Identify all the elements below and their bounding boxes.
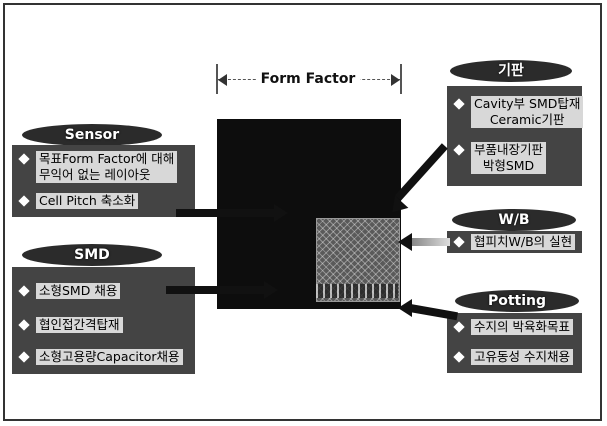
arrow-right-icon (274, 204, 288, 222)
sensor-item: Cell Pitch 축소화 (18, 193, 138, 209)
diamond-bullet-icon (453, 321, 464, 332)
diamond-bullet-icon (18, 195, 29, 206)
substrate-label: 기판 (450, 60, 572, 82)
wb-panel: 협피치W/B의 실현 (447, 231, 582, 253)
potting-item: 수지의 박육화목표 (453, 319, 573, 335)
potting-item: 고유동성 수지채용 (453, 349, 573, 365)
wb-connector (412, 238, 450, 246)
form-factor-title: Form Factor (256, 68, 360, 90)
diamond-bullet-icon (18, 285, 29, 296)
wb-label: W/B (452, 209, 576, 231)
smd-item: 소형고용량Capacitor채용 (18, 349, 183, 365)
diamond-bullet-icon (18, 153, 29, 164)
diamond-bullet-icon (18, 351, 29, 362)
smd-panel: 소형SMD 채용 협인접간격탑재 소형고용량Capacitor채용 (12, 267, 195, 374)
diamond-bullet-icon (453, 98, 464, 109)
bond-pad-strip (316, 284, 398, 298)
diamond-bullet-icon (18, 319, 29, 330)
substrate-panel: Cavity부 SMD탑재 Ceramic기판 부품내장기판 박형SMD (447, 86, 582, 186)
sensor-panel: 목표Form Factor에 대해 무익어 없는 레이아웃 Cell Pitch… (12, 145, 195, 217)
diamond-bullet-icon (453, 144, 464, 155)
potting-label: Potting (455, 290, 579, 312)
smd-connector (166, 286, 266, 294)
potting-panel: 수지의 박육화목표 고유동성 수지채용 (447, 313, 582, 373)
substrate-item: Cavity부 SMD탑재 Ceramic기판 (453, 96, 583, 128)
substrate-item: 부품내장기판 박형SMD (453, 142, 546, 174)
arrow-right-icon (264, 281, 278, 299)
diamond-bullet-icon (453, 351, 464, 362)
arrow-right-icon (391, 74, 400, 86)
arrow-left-icon (218, 74, 227, 86)
sensor-item: 목표Form Factor에 대해 무익어 없는 레이아웃 (18, 151, 177, 183)
diamond-bullet-icon (453, 236, 464, 247)
arrow-left-icon (398, 299, 412, 317)
wb-item: 협피치W/B의 실현 (453, 234, 575, 250)
smd-label: SMD (22, 244, 162, 266)
form-factor-dimension: Form Factor (216, 64, 402, 94)
sensor-label: Sensor (22, 124, 162, 146)
arrow-left-icon (398, 233, 412, 251)
sensor-connector (176, 209, 276, 217)
smd-item: 협인접간격탑재 (18, 317, 123, 333)
dimension-right-bound (400, 64, 402, 94)
smd-item: 소형SMD 채용 (18, 283, 120, 299)
